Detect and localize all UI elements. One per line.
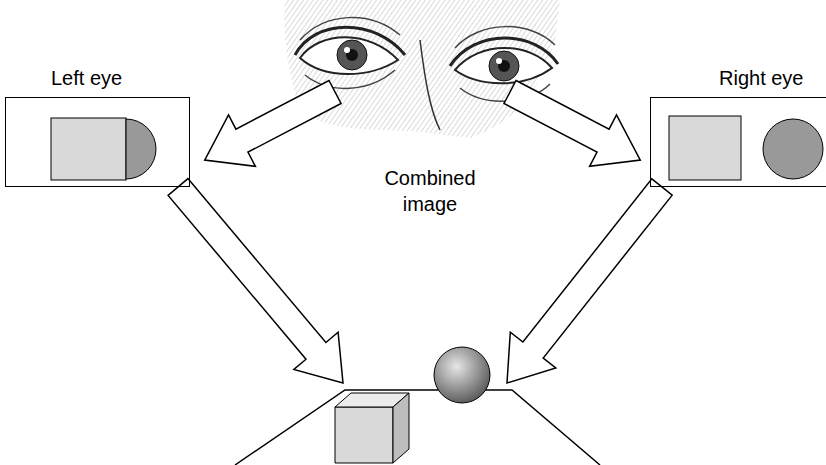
view-drawing bbox=[235, 385, 600, 465]
left-eye-view: Left eye bbox=[5, 97, 190, 187]
view-label: Combined image bbox=[375, 165, 485, 217]
right-eye-view: Right eye bbox=[650, 97, 826, 187]
view-label: Right eye bbox=[719, 65, 804, 91]
view-drawing bbox=[6, 98, 189, 186]
combined-image-view: Combined image bbox=[235, 385, 600, 465]
view-drawing bbox=[651, 98, 826, 186]
block-arrow bbox=[168, 179, 343, 383]
view-label: Left eye bbox=[51, 65, 122, 91]
block-arrow bbox=[507, 179, 672, 383]
